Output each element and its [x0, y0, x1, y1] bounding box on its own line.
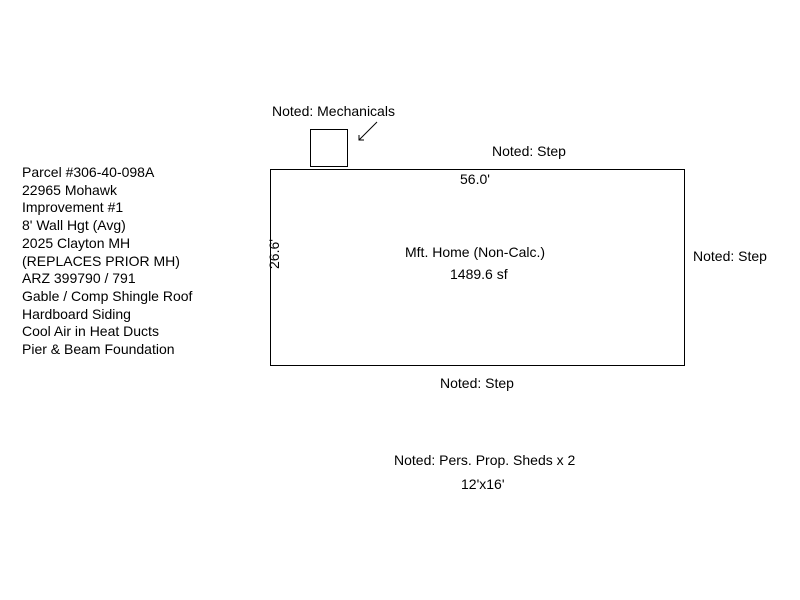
- cooling-type: Cool Air in Heat Ducts: [22, 323, 159, 340]
- arz-number: ARZ 399790 / 791: [22, 270, 136, 287]
- parcel-number: Parcel #306-40-098A: [22, 164, 155, 180]
- mechanicals-pointer-line: [358, 121, 378, 141]
- step-note-right: Noted: Step: [693, 248, 767, 264]
- sheds-note: Noted: Pers. Prop. Sheds x 2: [394, 452, 576, 468]
- parcel-info-block: Parcel #306-40-098A 22965 Mohawk Improve…: [22, 164, 192, 359]
- structure-area: 1489.6 sf: [450, 266, 508, 282]
- sheds-size: 12'x16': [461, 476, 505, 492]
- home-model: 2025 Clayton MH: [22, 234, 131, 251]
- roof-type: Gable / Comp Shingle Roof: [22, 287, 193, 304]
- depth-dimension: 26.6': [266, 239, 282, 269]
- main-structure-outline: [270, 169, 685, 366]
- mechanicals-note: Noted: Mechanicals: [272, 103, 395, 119]
- structure-label: Mft. Home (Non-Calc.): [405, 244, 546, 260]
- step-note-bottom: Noted: Step: [440, 375, 514, 391]
- wall-height: 8' Wall Hgt (Avg): [22, 217, 126, 234]
- step-note-top: Noted: Step: [492, 143, 566, 159]
- parcel-address: 22965 Mohawk: [22, 181, 117, 198]
- mechanicals-pointer-arrowhead: [358, 135, 364, 141]
- improvement-number: Improvement #1: [22, 199, 124, 216]
- mechanicals-box: [310, 129, 348, 167]
- replacement-note: (REPLACES PRIOR MH): [22, 252, 180, 269]
- foundation-type: Pier & Beam Foundation: [22, 341, 175, 358]
- siding-type: Hardboard Siding: [22, 305, 131, 322]
- width-dimension: 56.0': [460, 171, 490, 187]
